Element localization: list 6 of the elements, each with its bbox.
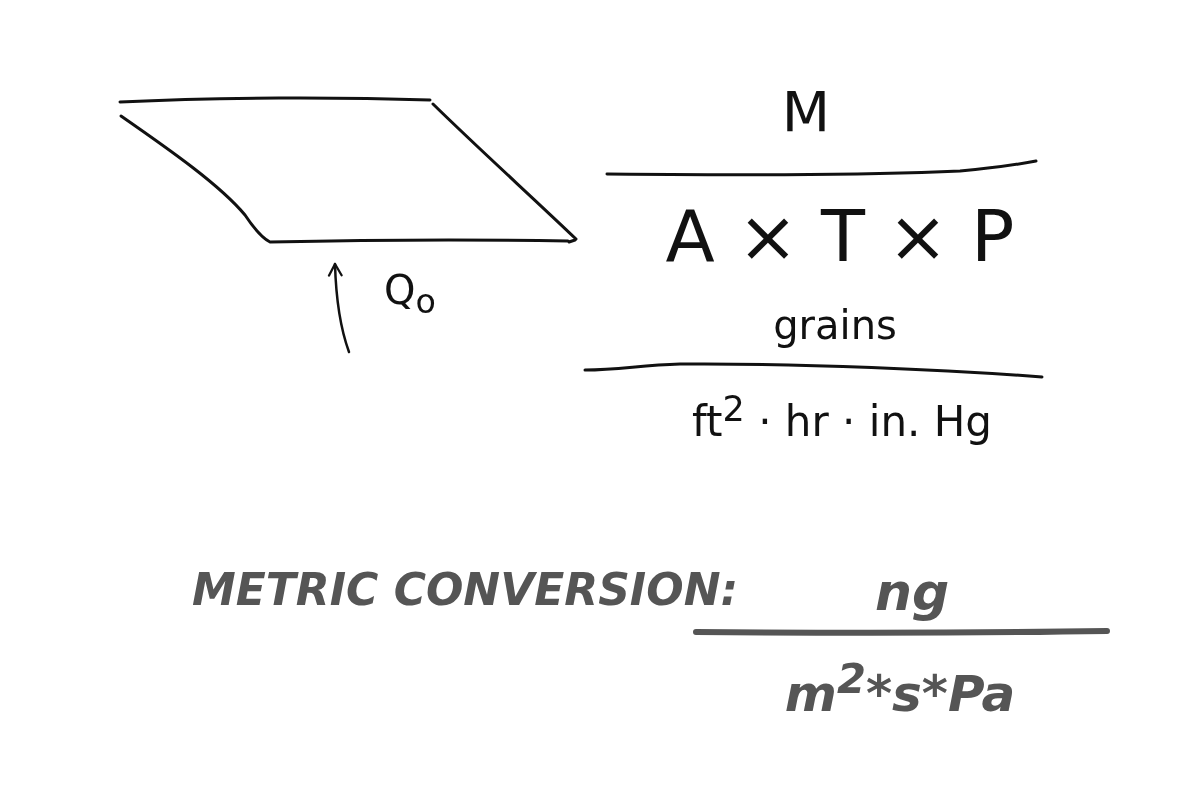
flow-symbol: Q$_{o}$ (384, 270, 436, 319)
denominator-text: A × T × P (665, 200, 1015, 272)
numerator-text: M (781, 84, 831, 140)
unit-denominator: m$^{2}$*s*Pa (784, 658, 1016, 719)
unit-denominator: ft$^{2}$ · hr · in. Hg (692, 392, 992, 443)
heading-text: METRIC CONVERSION: (191, 568, 739, 612)
